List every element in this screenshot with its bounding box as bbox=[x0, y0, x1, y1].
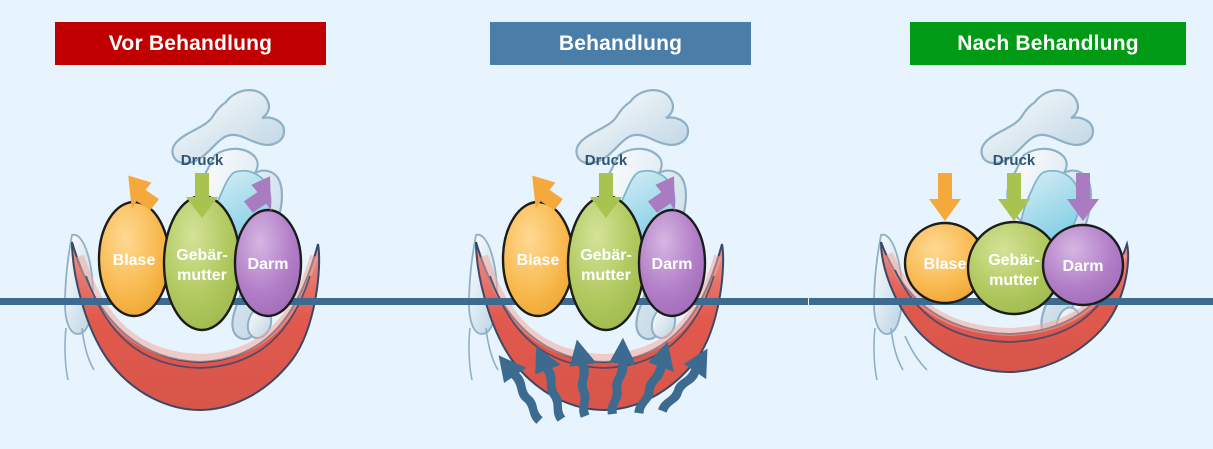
illustration-during: Blase Gebär- mutter Darm Druck bbox=[404, 60, 808, 449]
organ-bowel: Darm bbox=[233, 208, 303, 318]
organ-label-bowel: Darm bbox=[1063, 258, 1104, 275]
organ-label-uterus-2: mutter bbox=[581, 267, 631, 284]
pressure-arrow-bladder bbox=[929, 173, 961, 221]
panel-during-treatment: Behandlung bbox=[404, 0, 808, 449]
pressure-arrow-bowel bbox=[647, 176, 676, 213]
pressure-arrow-bowel bbox=[1067, 173, 1099, 221]
pressure-label: Druck bbox=[993, 152, 1036, 169]
pressure-arrow-uterus bbox=[998, 173, 1030, 221]
panel-header-after: Nach Behandlung bbox=[910, 22, 1186, 65]
organ-bladder: Blase bbox=[903, 221, 987, 305]
organ-label-uterus-1: Gebär- bbox=[988, 252, 1040, 269]
organ-bowel: Darm bbox=[637, 208, 707, 318]
pelvic-floor-muscle bbox=[71, 241, 321, 412]
stimulation-arrows bbox=[498, 337, 708, 424]
pressure-label: Druck bbox=[181, 152, 224, 169]
panel-header-during: Behandlung bbox=[490, 22, 751, 65]
organ-label-uterus-2: mutter bbox=[177, 267, 227, 284]
organ-bladder: Blase bbox=[97, 200, 171, 318]
illustration-after: Blase Gebär- mutter Darm Druck bbox=[809, 60, 1213, 449]
organ-label-uterus-1: Gebär- bbox=[580, 247, 632, 264]
panel-after-treatment: Nach Behandlung bbox=[809, 0, 1213, 449]
pressure-label: Druck bbox=[585, 152, 628, 169]
pressure-arrow-bladder bbox=[532, 175, 564, 211]
panel-header-before: Vor Behandlung bbox=[55, 22, 326, 65]
organ-label-uterus-1: Gebär- bbox=[176, 247, 228, 264]
organ-bowel: Darm bbox=[1041, 223, 1125, 307]
pressure-arrow-uterus bbox=[186, 173, 218, 218]
organ-label-bladder: Blase bbox=[113, 252, 156, 269]
organ-label-bladder: Blase bbox=[517, 252, 560, 269]
pressure-arrow-uterus bbox=[590, 173, 622, 218]
organ-uterus: Gebär- mutter bbox=[966, 220, 1062, 316]
organ-label-bladder: Blase bbox=[924, 256, 967, 273]
organ-label-bowel: Darm bbox=[652, 256, 693, 273]
illustration-before: Blase Gebär- mutter Darm Druck bbox=[0, 60, 404, 449]
organ-label-uterus-2: mutter bbox=[989, 272, 1039, 289]
pressure-arrow-bowel bbox=[243, 176, 272, 213]
organ-bladder: Blase bbox=[501, 200, 575, 318]
panel-before-treatment: Vor Behandlung bbox=[0, 0, 404, 449]
organ-label-bowel: Darm bbox=[248, 256, 289, 273]
pressure-arrow-bladder bbox=[128, 175, 160, 211]
